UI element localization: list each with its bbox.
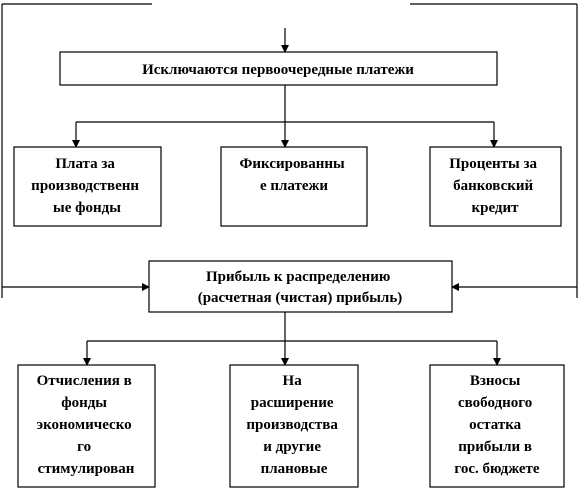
svg-text:Плата за производственн: Плата за производственн ые фонды: [31, 156, 143, 216]
distribution-box-2-line-5: плановые: [261, 461, 328, 477]
distribution-box-3-line-5: гос. бюджете: [454, 461, 539, 477]
distribution-box-1: Отчисления в фонды экономическо го стиму…: [17, 364, 156, 488]
svg-text:Проценты за банковский: Проценты за банковский кредит: [449, 156, 541, 216]
payment-box-1-line-2: производственн: [31, 178, 139, 194]
middle-box-line-1: Прибыль к распределению: [206, 269, 390, 285]
payment-box-3-line-1: Проценты за: [449, 156, 537, 172]
distribution-box-3-line-1: Взносы: [470, 373, 521, 389]
svg-text:Взносы свободного: Взносы свободного остатка прибыли в гос.…: [454, 373, 539, 477]
distribution-box-2-line-4: и другие: [263, 439, 321, 455]
middle-box-line-2: (расчетная (чистая) прибыль): [198, 290, 403, 306]
payment-box-1-line-3: ые фонды: [53, 200, 121, 216]
payment-box-3-line-2: банковский: [453, 178, 533, 194]
top-box-label: Исключаются первоочередные платежи: [142, 62, 414, 78]
payment-box-2-line-1: Фиксированны: [240, 156, 345, 172]
distribution-box-1-line-5: стимулирован: [38, 461, 135, 477]
distribution-box-1-line-2: фонды: [61, 395, 107, 411]
payment-box-1: Плата за производственн ые фонды: [13, 146, 162, 227]
distribution-box-3-line-2: свободного: [458, 395, 532, 411]
distribution-box-1-line-3: экономическо: [37, 417, 132, 433]
distribution-box-2: На расширение производства и другие план…: [229, 364, 359, 488]
distribution-box-1-line-4: го: [77, 439, 91, 455]
top-box: Исключаются первоочередные платежи: [59, 51, 498, 86]
distribution-box-3: Взносы свободного остатка прибыли в гос.…: [429, 364, 565, 488]
distribution-box-2-line-2: расширение: [251, 395, 334, 411]
distribution-box-2-line-3: производства: [246, 417, 338, 433]
distribution-box-3-line-4: прибыли в: [458, 439, 532, 455]
payment-box-1-line-1: Плата за: [55, 156, 115, 172]
svg-text:На расширение прои: На расширение производства и другие план…: [246, 373, 341, 477]
payment-box-3-line-3: кредит: [471, 200, 519, 216]
payment-box-2-line-2: е платежи: [260, 178, 328, 194]
distribution-box-3-line-3: остатка: [469, 417, 522, 433]
distribution-box-1-line-1: Отчисления в: [37, 373, 132, 389]
middle-box: Прибыль к распределению (расчетная (чист…: [148, 260, 453, 313]
payment-box-3: Проценты за банковский кредит: [429, 146, 562, 227]
svg-text:Отчисления в фонды: Отчисления в фонды экономическо го стиму…: [37, 373, 136, 477]
payment-box-2: Фиксированны е платежи: [220, 146, 368, 227]
distribution-box-2-line-1: На: [283, 373, 303, 389]
svg-text:Фиксированны е платежи: Фиксированны е платежи: [240, 156, 349, 194]
svg-text:Прибыль к распределению: Прибыль к распределению (расчетная (чист…: [198, 269, 403, 306]
